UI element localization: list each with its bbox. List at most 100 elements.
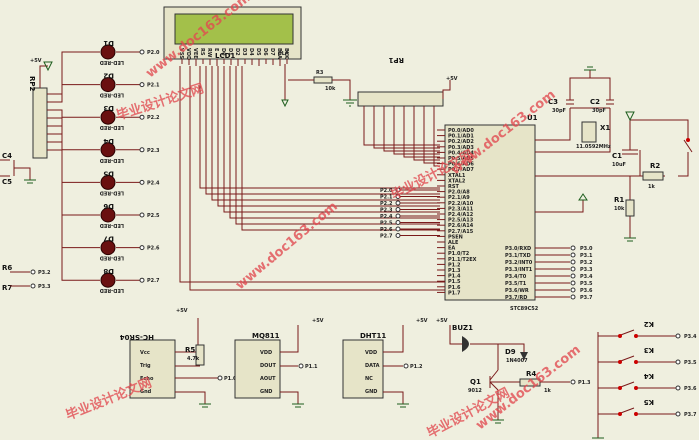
hcsr04-vcc: +5V xyxy=(176,308,188,314)
led-net: P2.2 xyxy=(147,115,160,121)
lcd-pin-label: D7 xyxy=(269,48,275,56)
mcu-right-pin: P3.1/TXD xyxy=(505,253,531,259)
mcu-left-pin: P1.7 xyxy=(448,290,461,296)
watermark-cn-3: 毕业设计论文网 xyxy=(64,375,154,424)
mcu-left-pin: P2.7/A15 xyxy=(448,229,474,235)
mcu-left-pin: P2.6/A14 xyxy=(448,223,474,229)
lcd-pin-label: D1 xyxy=(227,48,233,56)
c2-ref: C2 xyxy=(590,98,600,106)
key-net: P3.4 xyxy=(684,334,697,340)
led-ref: D8 xyxy=(103,267,114,275)
led-net: P2.6 xyxy=(147,246,160,252)
mcu-right-pin: P3.4/T0 xyxy=(505,274,527,280)
x1-value: 11.0592MHz xyxy=(576,144,611,150)
hcsr04-pin: Vcc xyxy=(140,350,150,356)
mcu-chip: U1 STC89C52 P0.0/AD0P0.1/AD1P0.2/AD2P0.3… xyxy=(437,114,576,312)
p3-label: P3.3 xyxy=(580,267,593,273)
c1-ref: C1 xyxy=(612,152,622,160)
lcd-pin-label: D0 xyxy=(220,48,226,56)
r4-value: 1k xyxy=(544,388,551,394)
led-net: P2.3 xyxy=(147,148,160,154)
p3-label: P3.5 xyxy=(580,281,593,287)
p3-label: P3.4 xyxy=(580,274,593,280)
mq-vcc: +5V xyxy=(312,318,324,324)
watermark-cn-1: 毕业设计论文网 xyxy=(114,80,206,123)
led-part: LED-RED xyxy=(100,255,124,261)
r6-net: P3.2 xyxy=(38,270,51,276)
mcu-left-pin: XTAL1 xyxy=(448,173,466,179)
mcu-left-pin: P0.0/AD0 xyxy=(448,128,474,134)
p2-label: P2.3 xyxy=(380,208,393,214)
mcu-left-pin: P1.6 xyxy=(448,285,461,291)
led-net: P2.0 xyxy=(147,50,160,56)
mcu-left-pin: P0.2/AD2 xyxy=(448,139,474,145)
c5-ref: C5 xyxy=(2,178,12,186)
mcu-left-pin: P2.5/A13 xyxy=(448,218,474,224)
p3-label: P3.0 xyxy=(580,246,593,252)
lcd-pin-label: BLA xyxy=(276,48,282,59)
mcu-right-pin: P3.5/T1 xyxy=(505,281,527,287)
rp1-ref: RP1 xyxy=(388,56,404,64)
q1-value: 9012 xyxy=(468,388,482,394)
led-ref: D1 xyxy=(103,39,114,47)
hcsr04-net: P1.0 xyxy=(224,376,237,382)
c3-value: 30pF xyxy=(552,108,566,114)
p2-label: P2.6 xyxy=(380,227,393,233)
mcu-left-pin: P1.2 xyxy=(448,262,461,268)
r3-value: 10k xyxy=(325,86,336,92)
lcd-pin-label: D6 xyxy=(262,48,268,56)
d9-ref: D9 xyxy=(505,348,516,356)
dht-pin: DATA xyxy=(365,363,380,369)
mcu-left-pin: P2.3/A11 xyxy=(448,206,474,212)
led-part: LED-RED xyxy=(100,287,124,293)
key-ref: K4 xyxy=(644,372,654,380)
hcsr04-pin: Gnd xyxy=(140,389,152,395)
mcu-left-pin: P1.5 xyxy=(448,279,461,285)
p2-label: P2.5 xyxy=(380,221,393,227)
mcu-left-pin: P0.1/AD1 xyxy=(448,134,474,140)
p2-label: P2.4 xyxy=(380,214,393,220)
r5-value: 4.7k xyxy=(187,356,200,362)
dht-ref: DHT11 xyxy=(360,332,386,340)
lcd-pin-label: D3 xyxy=(241,48,247,56)
q1-ref: Q1 xyxy=(470,378,481,386)
dht-pin: GND xyxy=(365,389,377,395)
rp1-vcc: +5V xyxy=(446,76,458,82)
p3-label: P3.7 xyxy=(580,295,593,301)
r7-ref: R7 xyxy=(2,284,12,292)
mcu-left-pin: P2.2/A10 xyxy=(448,201,474,207)
rp2-vcc: +5V xyxy=(30,58,42,64)
mq-pin: GND xyxy=(260,389,272,395)
p2-label: P2.2 xyxy=(380,201,393,207)
mcu-right-pin: P3.6/WR xyxy=(505,288,529,294)
mq-pin: DOUT xyxy=(260,363,276,369)
mcu-left-pin: RST xyxy=(448,184,459,190)
mq-net: P1.1 xyxy=(305,364,318,370)
key-ref: K3 xyxy=(644,346,654,354)
led-part: LED-RED xyxy=(100,92,124,98)
led-part: LED-RED xyxy=(100,222,124,228)
mcu-left-pin: P2.1/A9 xyxy=(448,195,470,201)
r4-ref: R4 xyxy=(526,370,536,378)
lcd-pin-label: VSS xyxy=(178,48,184,59)
buzzer-net: P1.3 xyxy=(578,380,591,386)
watermark-url-3: www.doc163.com xyxy=(233,199,341,293)
mcu-left-pin: ALE xyxy=(448,240,459,246)
p2-label: P2.7 xyxy=(380,234,393,240)
mcu-right-pin: P3.2/INT0 xyxy=(505,260,533,266)
lcd-pin-bla: BLA xyxy=(278,51,289,57)
led-ref: D6 xyxy=(103,202,114,210)
p3-label: P3.6 xyxy=(580,288,593,294)
r6-ref: R6 xyxy=(2,264,12,272)
